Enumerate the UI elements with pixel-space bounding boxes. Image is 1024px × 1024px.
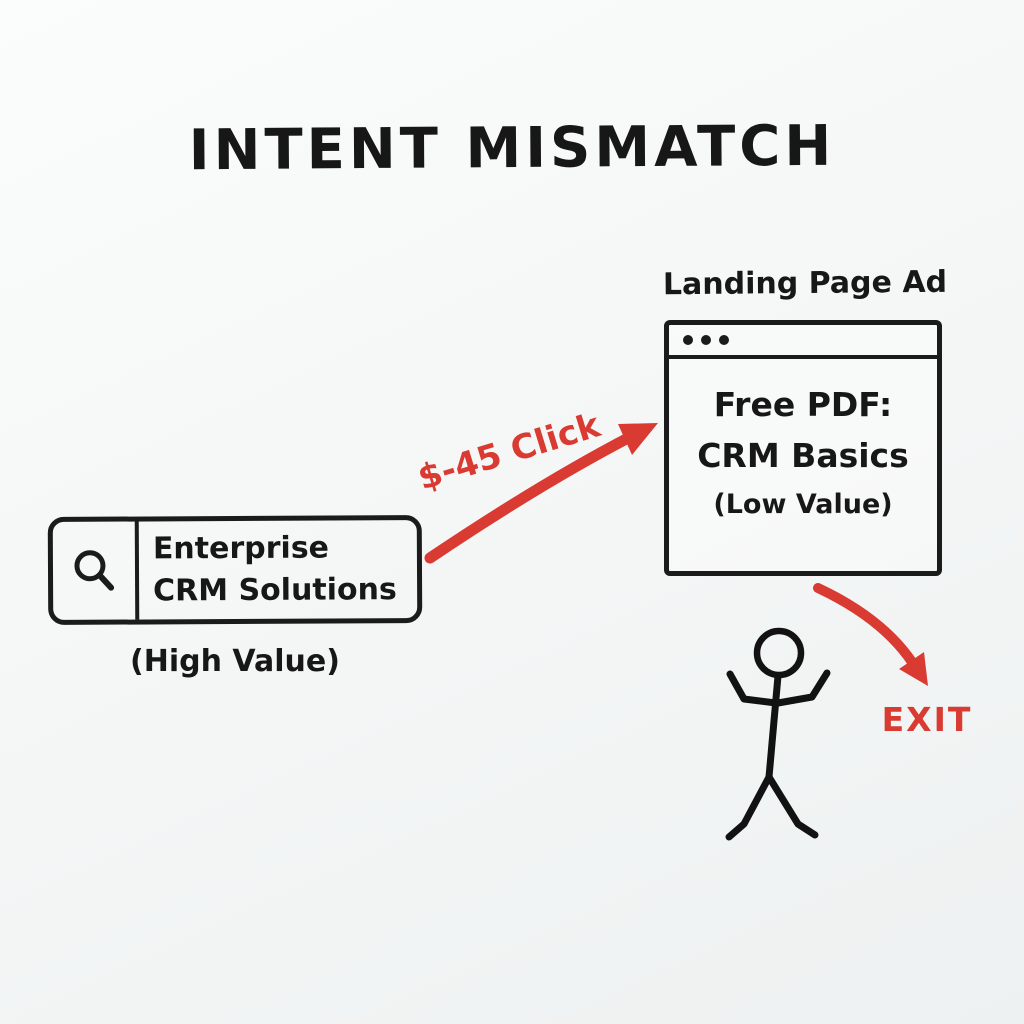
exit-label: EXIT bbox=[881, 700, 973, 739]
stick-figure bbox=[725, 627, 831, 841]
browser-content: Free PDF: CRM Basics (Low Value) bbox=[669, 359, 937, 520]
window-dot-icon bbox=[701, 335, 711, 345]
search-caption: (High Value) bbox=[130, 644, 340, 679]
click-cost-label: $-45 Click bbox=[413, 405, 605, 499]
exit-arrow bbox=[813, 583, 928, 686]
diagram-title: INTENT MISMATCH bbox=[188, 113, 836, 184]
window-dot-icon bbox=[683, 335, 693, 345]
search-box: Enterprise CRM Solutions bbox=[47, 515, 423, 625]
offer-value-label: (Low Value) bbox=[713, 489, 893, 521]
search-query: Enterprise CRM Solutions bbox=[139, 520, 418, 619]
search-query-line1: Enterprise bbox=[152, 530, 330, 567]
offer-line1: Free PDF: bbox=[713, 385, 893, 424]
offer-line2: CRM Basics bbox=[697, 436, 909, 476]
landing-page-label: Landing Page Ad bbox=[662, 264, 948, 303]
search-query-line2: CRM Solutions bbox=[153, 572, 397, 609]
search-icon-cell bbox=[52, 521, 140, 620]
browser-window: Free PDF: CRM Basics (Low Value) bbox=[664, 320, 942, 576]
window-dot-icon bbox=[719, 335, 729, 345]
magnifier-icon bbox=[74, 550, 115, 591]
browser-title-bar bbox=[669, 325, 937, 359]
